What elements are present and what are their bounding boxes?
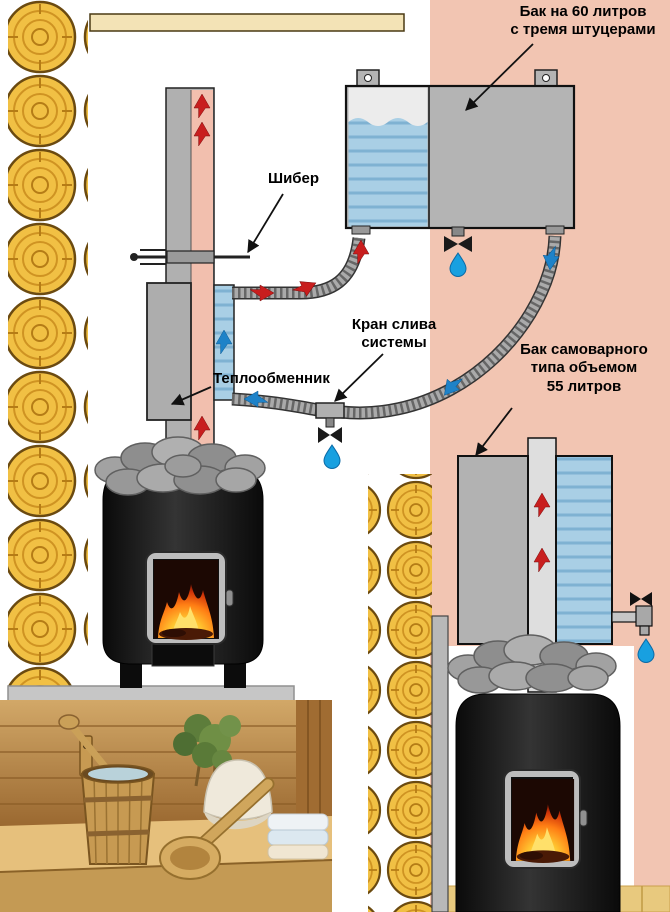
spoon-handle <box>68 722 110 772</box>
fire-left <box>154 560 218 640</box>
water-drop-icon <box>323 444 341 469</box>
samovar-tank <box>457 455 613 645</box>
stove-base-plate <box>7 685 295 703</box>
label-drain-valve: Кран слива системы <box>351 316 437 352</box>
door-handle <box>579 809 588 827</box>
pointer-line-exchanger <box>170 386 212 406</box>
wooden-bucket <box>58 714 156 865</box>
bench-top <box>0 816 332 872</box>
bench-front <box>0 860 332 912</box>
fire-right <box>512 779 575 863</box>
middle-log-wall <box>368 474 432 912</box>
tank-valve <box>444 226 472 252</box>
tank-port-right <box>545 225 565 235</box>
pointer-line-tank60 <box>465 43 534 111</box>
sauna-accessories-photo <box>0 700 333 912</box>
pointer-line-samovar <box>475 407 513 457</box>
stove-stones-left <box>94 436 266 496</box>
label-tank-60l: Бак на 60 литров с тремя штуцерами <box>510 3 656 39</box>
label-damper: Шибер <box>268 170 320 187</box>
spoon-bowl <box>58 714 80 730</box>
gray-plank <box>431 615 449 912</box>
damper-assembly <box>130 249 250 265</box>
drain-valve <box>315 402 345 443</box>
tank-60l <box>344 69 576 235</box>
ceiling-beam <box>89 13 405 32</box>
label-samovar-tank: Бак самоварного типа объемом 55 литров <box>520 341 648 395</box>
stove-door-right <box>503 769 588 869</box>
pointer-line-drain <box>334 353 384 402</box>
label-heat-exchanger: Теплообменник <box>213 370 330 387</box>
pointer-line-damper <box>247 193 284 254</box>
stove-door-left <box>145 551 234 645</box>
wooden-ladle <box>159 777 275 880</box>
stove-leg <box>120 660 142 688</box>
tank-water <box>348 118 428 227</box>
tank-port-left <box>351 225 371 235</box>
samovar-tank-water <box>555 455 613 645</box>
birch-whisk <box>173 714 241 789</box>
ash-box <box>151 643 215 667</box>
stove-stones-right <box>447 634 617 694</box>
faucet <box>611 592 653 636</box>
stove-leg <box>224 660 246 688</box>
towel-stack <box>267 813 329 860</box>
left-log-wall <box>8 0 88 686</box>
label-pointer-lines <box>170 43 534 457</box>
door-handle <box>225 589 234 607</box>
